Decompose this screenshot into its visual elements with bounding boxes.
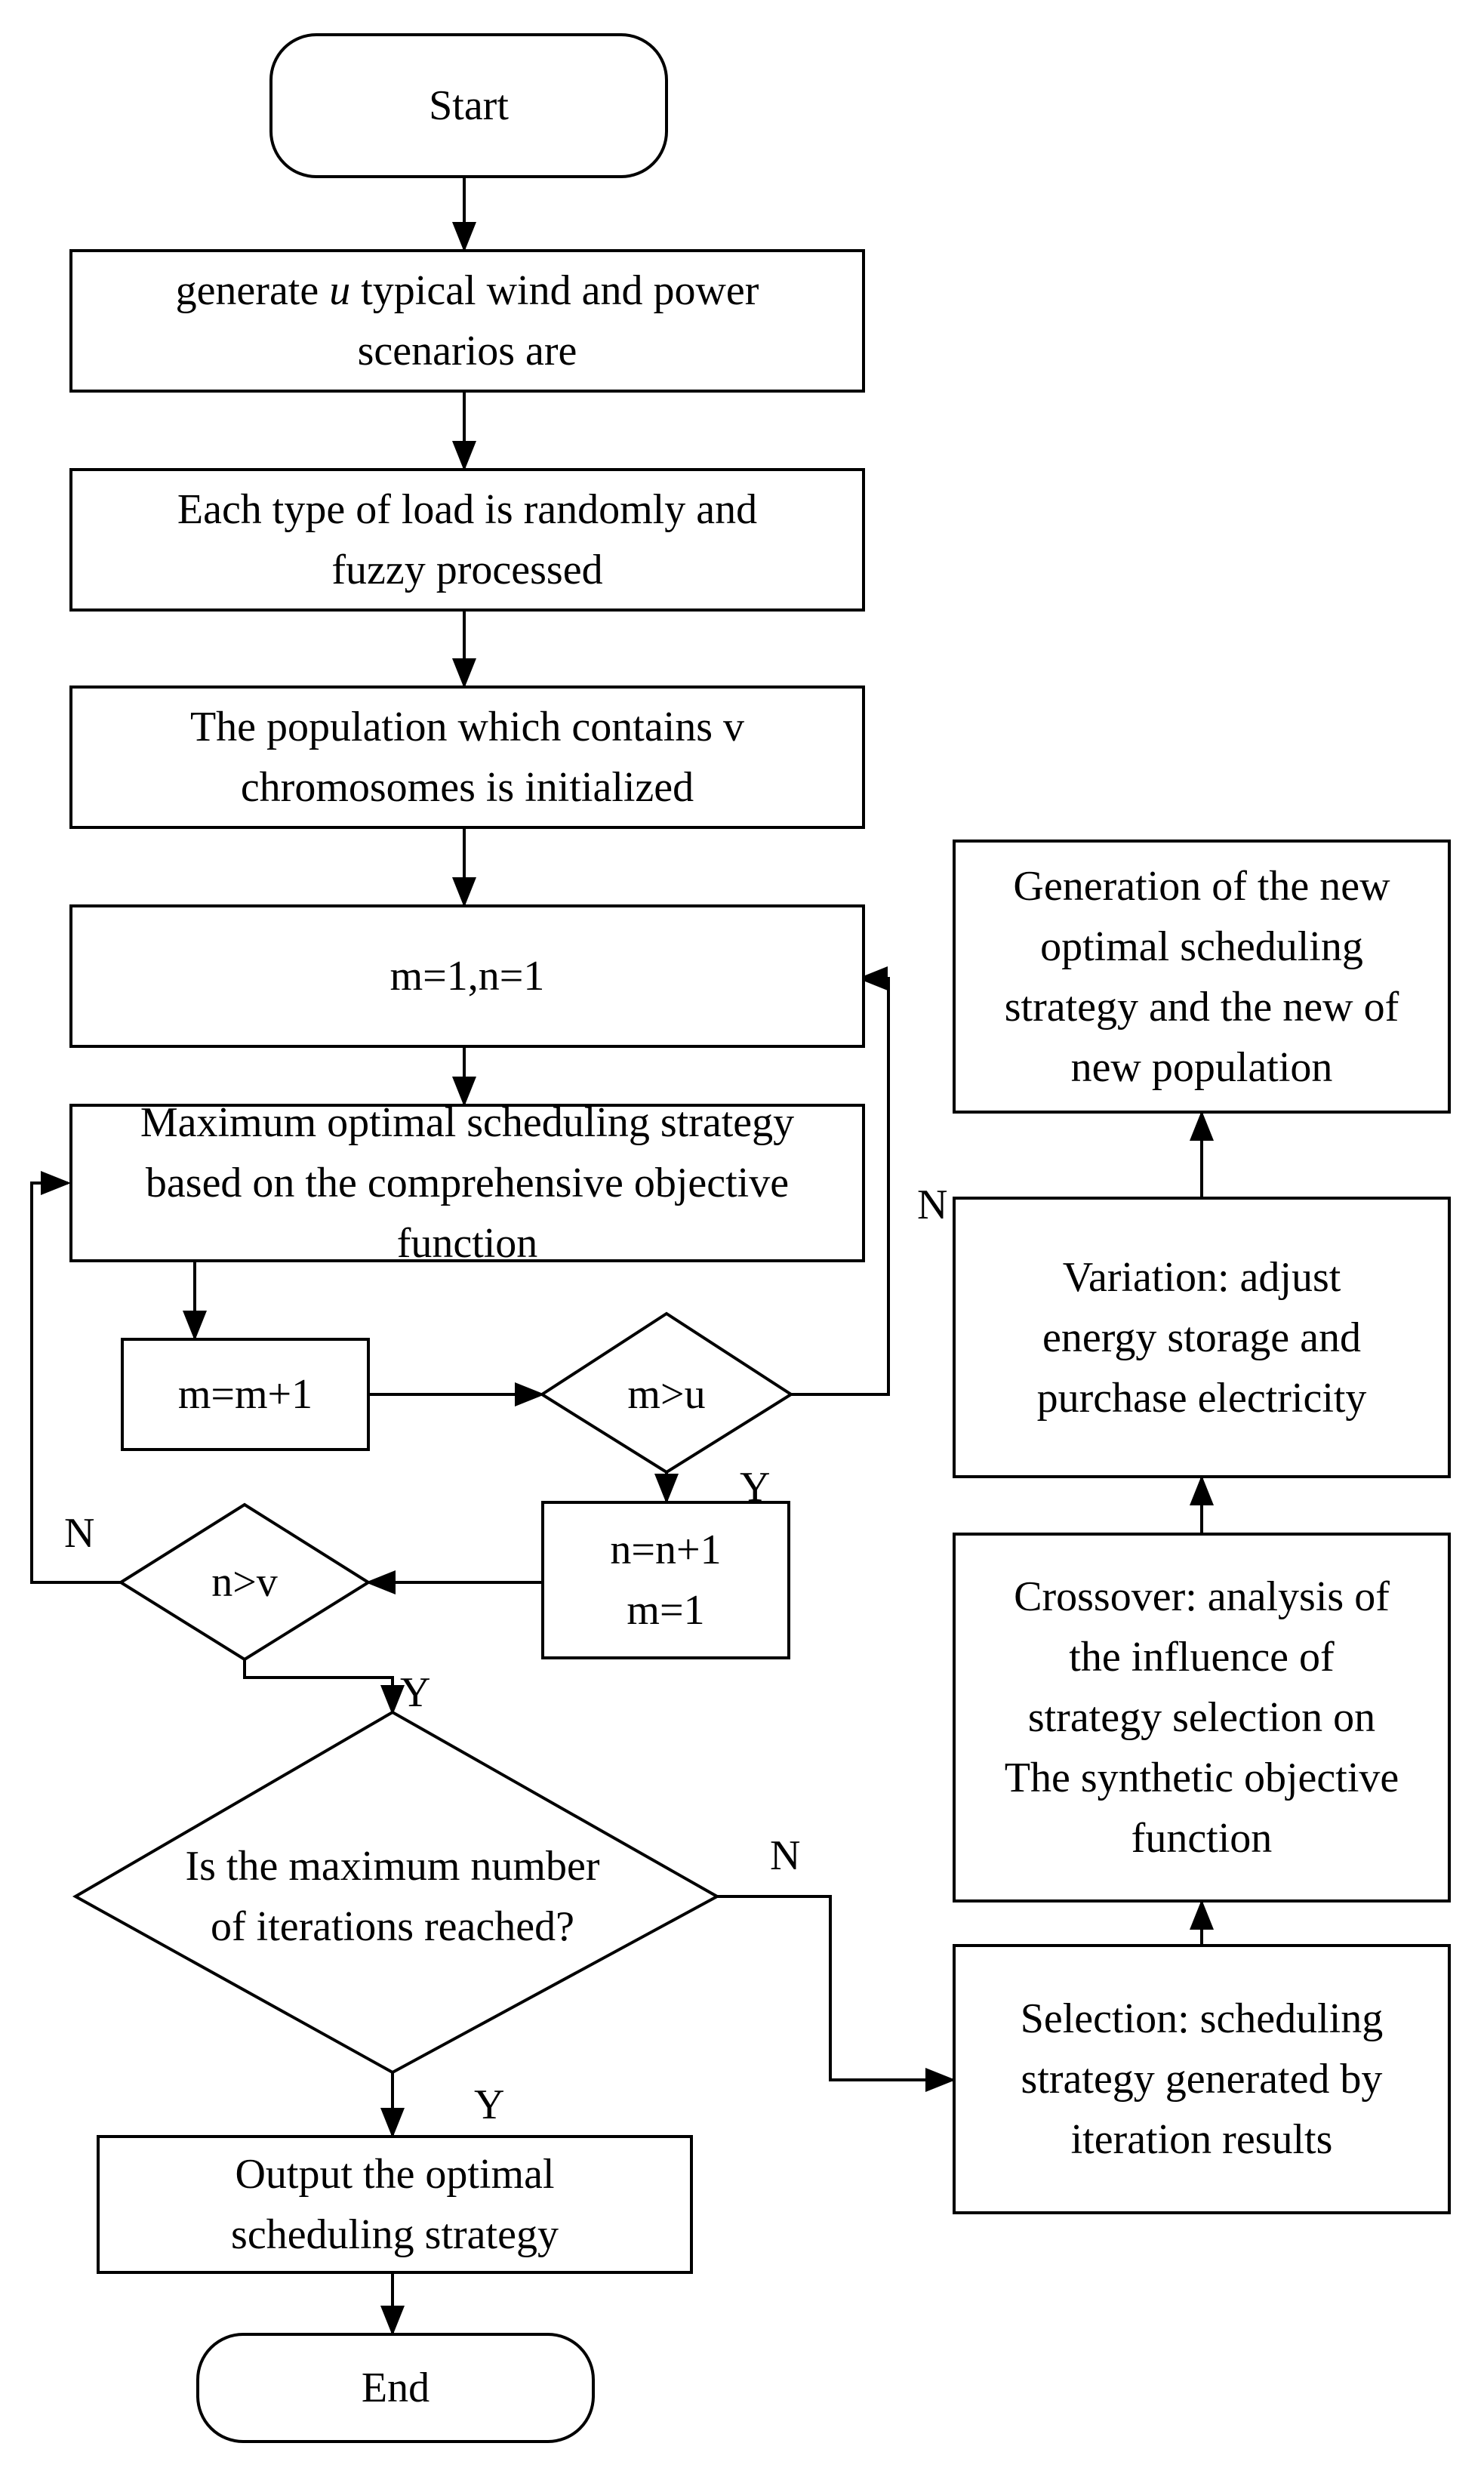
selection-label: Selection: scheduling strategy generated… [1020, 1995, 1384, 2163]
decision-max-iterations-label: Is the maximum number of iterations reac… [185, 1843, 600, 1950]
edge-label-iter-no: N [770, 1832, 801, 1879]
generate-scenarios-box: generate u typical wind and power scenar… [69, 249, 865, 393]
decision-m-gt-u [539, 1311, 794, 1474]
generate-scenarios-label: generate u typical wind and power scenar… [176, 260, 759, 381]
max-strategy-label: Maximum optimal scheduling strategy base… [140, 1099, 795, 1267]
decision-max-iterations [72, 1710, 721, 2075]
decision-n-gt-v-label: n>v [211, 1559, 278, 1606]
decision-m-gt-u-label: m>u [627, 1371, 706, 1418]
generate-variable-u: u [329, 267, 351, 314]
edge-label-nv-yes: Y [400, 1669, 431, 1716]
output-strategy-label: Output the optimal scheduling strategy [231, 2151, 559, 2258]
output-strategy-box: Output the optimal scheduling strategy [97, 2135, 693, 2274]
start-terminal: Start [269, 33, 668, 178]
load-processing-box: Each type of load is randomly and fuzzy … [69, 468, 865, 612]
decision-n-gt-v [118, 1502, 371, 1662]
edge-label-nv-no: N [64, 1510, 95, 1557]
edge-ngtv-no-to-maxstrategy [30, 1171, 121, 1584]
generation-box: Generation of the new optimal scheduling… [953, 840, 1451, 1114]
edge-label-mu-no: N [917, 1182, 948, 1228]
generate-text-end: typical wind and power scenarios are [357, 267, 759, 374]
m-increment-box: m=m+1 [121, 1338, 370, 1451]
max-strategy-box: Maximum optimal scheduling strategy base… [69, 1099, 865, 1267]
crossover-label: Crossover: analysis of the influence of … [1004, 1573, 1399, 1862]
load-processing-label: Each type of load is randomly and fuzzy … [177, 486, 758, 593]
variation-box: Variation: adjust energy storage and pur… [953, 1197, 1451, 1478]
generation-label: Generation of the new optimal scheduling… [1004, 862, 1399, 1091]
end-label: End [361, 2365, 430, 2411]
start-label: Start [429, 82, 509, 129]
generate-text-start: generate [175, 267, 330, 314]
variation-label: Variation: adjust energy storage and pur… [1036, 1253, 1367, 1422]
edge-mgtu-no-to-init [791, 966, 890, 1396]
crossover-box: Crossover: analysis of the influence of … [953, 1533, 1451, 1902]
edge-label-iter-yes: Y [474, 2081, 505, 2128]
m-increment-label: m=m+1 [177, 1371, 313, 1418]
population-init-box: The population which contains v chromoso… [69, 686, 865, 829]
init-mn-box: m=1,n=1 [69, 904, 865, 1048]
n-increment-label: n=n+1 m=1 [610, 1527, 722, 1634]
selection-box: Selection: scheduling strategy generated… [953, 1944, 1451, 2214]
end-terminal: End [196, 2333, 595, 2443]
n-increment-box: n=n+1 m=1 [541, 1501, 790, 1659]
population-init-label: The population which contains v chromoso… [189, 704, 745, 811]
init-mn-label: m=1,n=1 [389, 953, 545, 1000]
edge-label-mu-yes: Y [740, 1464, 771, 1511]
edge-maxiter-no-to-selection [717, 1895, 956, 2092]
edge-ngtv-yes-to-maxiter [243, 1659, 405, 1715]
